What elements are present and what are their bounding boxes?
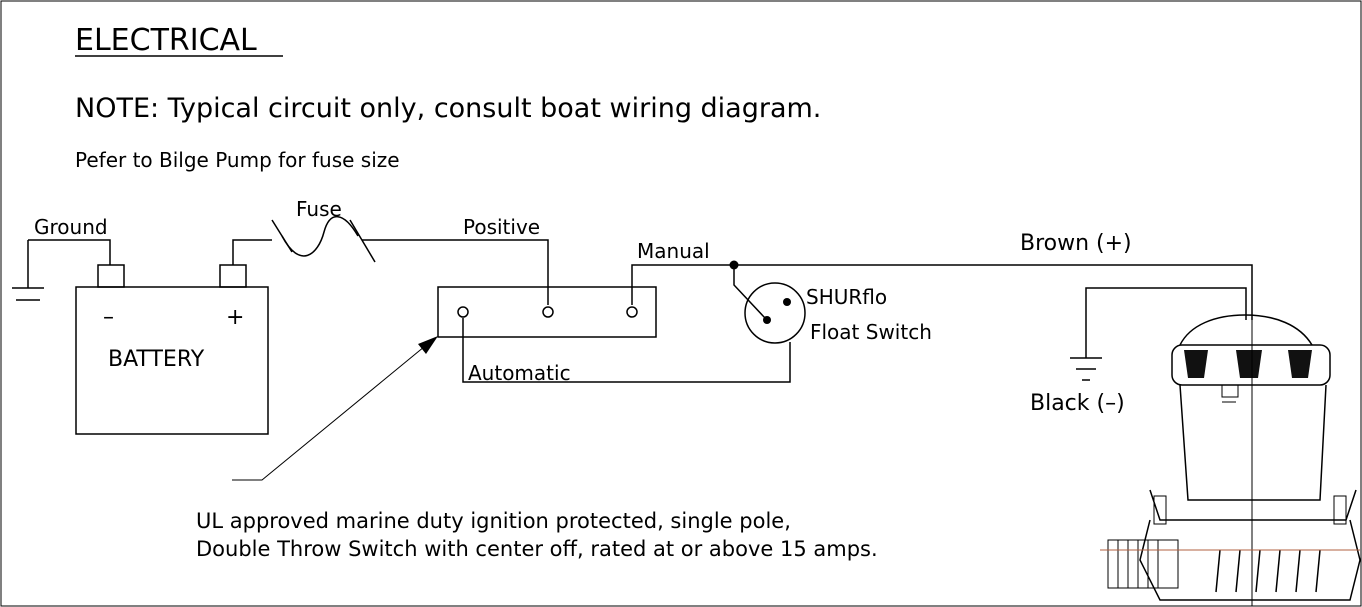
ground-symbol-left <box>12 240 44 301</box>
float-switch <box>744 282 806 344</box>
manual-brown-wire <box>631 264 1253 320</box>
battery-body <box>75 286 269 435</box>
battery-positive-sign: + <box>226 305 244 330</box>
brown-wire-label: Brown (+) <box>1020 231 1132 256</box>
switch-leader-arrow <box>232 336 438 481</box>
fuse-size-note: Pefer to Bilge Pump for fuse size <box>75 148 400 172</box>
automatic-label: Automatic <box>468 361 571 385</box>
float-switch-contact-upper <box>783 298 791 306</box>
battery-negative-sign: – <box>103 305 114 330</box>
black-ground-wire <box>1085 287 1247 350</box>
positive-label: Positive <box>463 215 540 239</box>
float-switch-body <box>744 282 806 344</box>
manual-label: Manual <box>637 239 710 263</box>
float-switch-contact-lower <box>763 316 771 324</box>
battery-positive-wire <box>232 239 272 265</box>
battery-negative-terminal <box>97 264 125 288</box>
switch-terminal-manual <box>626 306 638 318</box>
switch-description-line1: UL approved marine duty ignition protect… <box>196 509 791 533</box>
positive-wire <box>362 239 549 305</box>
battery-label: BATTERY <box>108 347 205 372</box>
switch-terminal-automatic <box>457 306 469 318</box>
fuse-label: Fuse <box>296 197 342 221</box>
switch-description-line2: Double Throw Switch with center off, rat… <box>196 537 878 561</box>
ground-label: Ground <box>34 215 108 239</box>
battery-positive-terminal <box>219 264 247 288</box>
black-wire-label: Black (–) <box>1030 391 1125 416</box>
ground-wire <box>28 239 111 265</box>
switch-terminal-positive <box>542 306 554 318</box>
section-heading: ELECTRICAL <box>75 23 257 58</box>
float-switch-label: Float Switch <box>810 320 932 344</box>
note-text: NOTE: Typical circuit only, consult boat… <box>75 93 821 124</box>
selector-switch <box>437 286 657 338</box>
float-switch-name: SHURflo <box>806 285 887 309</box>
automatic-wire <box>462 318 791 383</box>
battery: – + BATTERY <box>75 264 269 435</box>
bilge-pump-illustration <box>1100 314 1361 606</box>
ground-symbol-right <box>1070 350 1102 381</box>
float-switch-feed <box>733 265 766 319</box>
switch-body <box>437 286 657 338</box>
fuse-symbol <box>271 215 376 263</box>
